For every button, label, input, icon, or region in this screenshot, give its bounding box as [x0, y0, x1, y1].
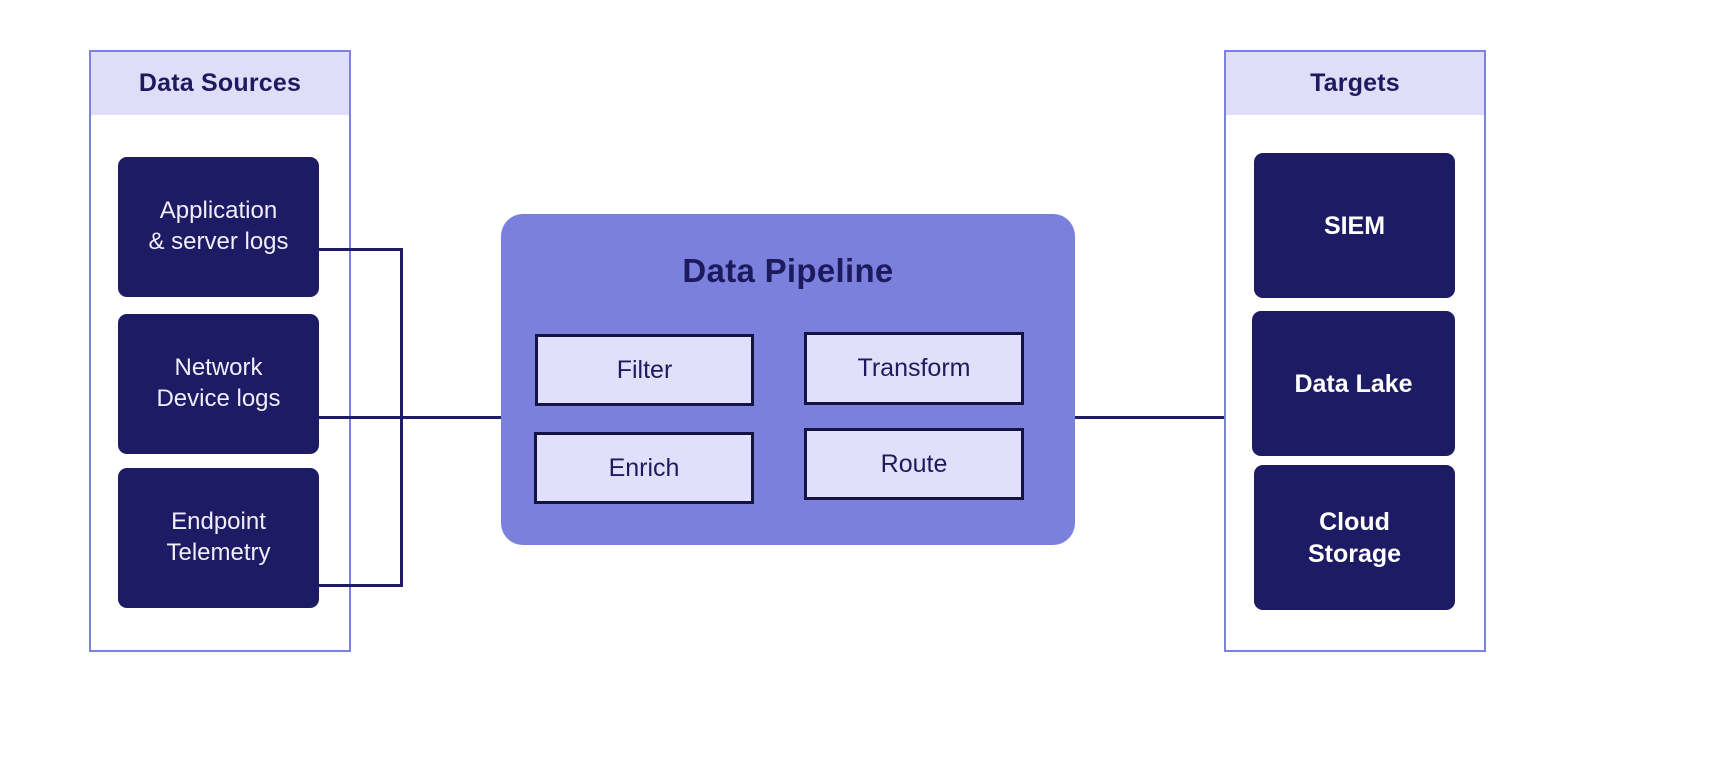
data-pipeline-container: Data Pipeline Filter Transform Enrich Ro… — [501, 214, 1075, 545]
pipeline-stage-route[interactable]: Route — [804, 428, 1024, 500]
source-node-label: Network Device logs — [156, 353, 280, 414]
source-node-application-server-logs[interactable]: Application & server logs — [118, 157, 319, 297]
source-node-line2: & server logs — [148, 228, 289, 255]
targets-header-label: Targets — [1310, 69, 1400, 97]
target-node-line2: Storage — [1307, 539, 1402, 568]
source-node-line1: Endpoint — [171, 508, 266, 536]
targets-header: Targets — [1226, 52, 1484, 115]
target-node-cloud-storage[interactable]: Cloud Storage — [1254, 465, 1455, 610]
source-node-endpoint-telemetry[interactable]: Endpoint Telemetry — [118, 468, 319, 608]
data-sources-header-label: Data Sources — [138, 69, 302, 97]
target-node-siem[interactable]: SIEM — [1254, 153, 1455, 298]
source-node-line1: Application — [159, 197, 278, 225]
connector-pipeline-to-targets — [1075, 416, 1279, 419]
data-sources-header: Data Sources — [91, 52, 349, 115]
target-node-data-lake[interactable]: Data Lake — [1252, 311, 1455, 456]
pipeline-stage-label: Transform — [857, 354, 971, 382]
target-node-label: Cloud Storage — [1308, 506, 1401, 570]
target-node-label: Data Lake — [1294, 368, 1412, 400]
pipeline-stage-filter[interactable]: Filter — [535, 334, 754, 406]
pipeline-stage-enrich[interactable]: Enrich — [534, 432, 754, 504]
pipeline-stage-label: Filter — [616, 355, 673, 384]
pipeline-stage-transform[interactable]: Transform — [804, 332, 1024, 405]
connector-source-3-horizontal — [319, 584, 403, 587]
target-node-line1: Cloud — [1319, 507, 1390, 536]
connector-source-to-pipeline — [400, 416, 501, 419]
target-node-line1: SIEM — [1323, 211, 1386, 240]
source-node-network-device-logs[interactable]: Network Device logs — [118, 314, 319, 454]
connector-source-2-horizontal — [319, 416, 403, 419]
source-node-label: Endpoint Telemetry — [166, 507, 270, 568]
target-node-label: SIEM — [1324, 210, 1385, 242]
source-node-label: Application & server logs — [148, 196, 288, 257]
pipeline-stage-label: Route — [880, 449, 948, 478]
pipeline-stage-label: Enrich — [608, 453, 680, 482]
connector-source-1-horizontal — [319, 248, 403, 251]
source-node-line1: Network — [174, 354, 263, 382]
target-node-line1: Data Lake — [1294, 369, 1413, 398]
source-node-line2: Telemetry — [166, 539, 271, 566]
source-node-line2: Device logs — [156, 385, 281, 412]
data-pipeline-title: Data Pipeline — [682, 252, 894, 289]
